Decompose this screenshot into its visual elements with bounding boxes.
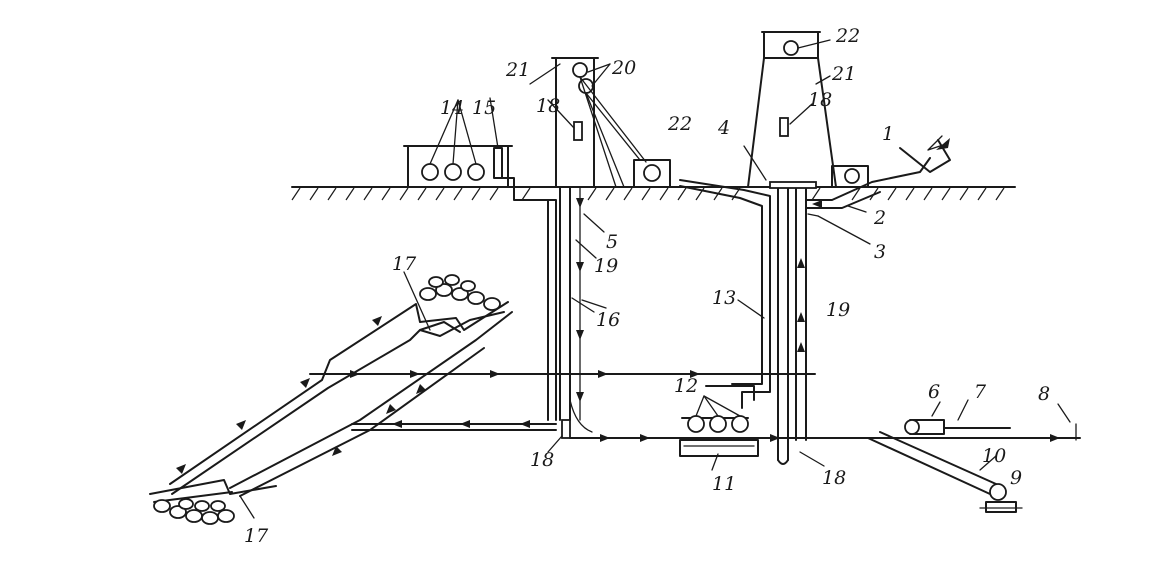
label-19-right: 19 [826,299,850,321]
label-2: 2 [873,207,886,229]
label-18-right-bottom: 18 [822,467,846,489]
label-20: 20 [611,57,636,79]
label-16: 16 [596,309,620,331]
upper-level [309,370,816,378]
downcast-shaft [559,186,605,439]
left-headframe [529,57,671,188]
label-19-left: 19 [594,255,618,277]
lower-level [351,399,1081,442]
longwall-panel [149,274,513,525]
label-10: 10 [982,445,1006,467]
label-12: 12 [674,375,698,397]
ground-hatching [291,187,1005,201]
label-21-right: 21 [831,63,856,85]
pump-chamber [679,395,759,457]
label-5: 5 [606,231,618,253]
label-6: 6 [928,381,940,403]
upcast-shaft [769,135,951,465]
pipeline-13 [679,179,771,409]
label-15: 15 [472,97,496,119]
label-22-right: 22 [835,25,860,47]
label-22-left: 22 [667,113,692,135]
callout-labels: 1 2 3 4 5 6 7 8 9 10 11 12 13 14 15 16 1… [244,25,1050,547]
label-1: 1 [882,123,894,145]
goaf-rocks-upper [419,274,501,311]
label-17-lower: 17 [244,525,269,547]
label-18-right-top: 18 [808,89,832,111]
goaf-rocks-lower [153,498,235,525]
ground-surface [291,186,1016,201]
label-7: 7 [974,381,987,403]
label-14: 14 [440,97,464,119]
label-17-upper: 17 [392,253,417,275]
label-3: 3 [874,241,886,263]
label-8: 8 [1038,383,1050,405]
label-11: 11 [712,473,736,495]
inclined-drift [867,399,1077,513]
compressor-house [403,97,557,421]
right-headframe [743,31,869,188]
leader-lines [239,271,825,519]
label-9: 9 [1010,467,1022,489]
label-21-left: 21 [505,59,530,81]
label-4: 4 [717,117,730,139]
label-18-left-top: 18 [536,95,560,117]
label-18-left-bottom: 18 [530,449,554,471]
label-13: 13 [712,287,736,309]
